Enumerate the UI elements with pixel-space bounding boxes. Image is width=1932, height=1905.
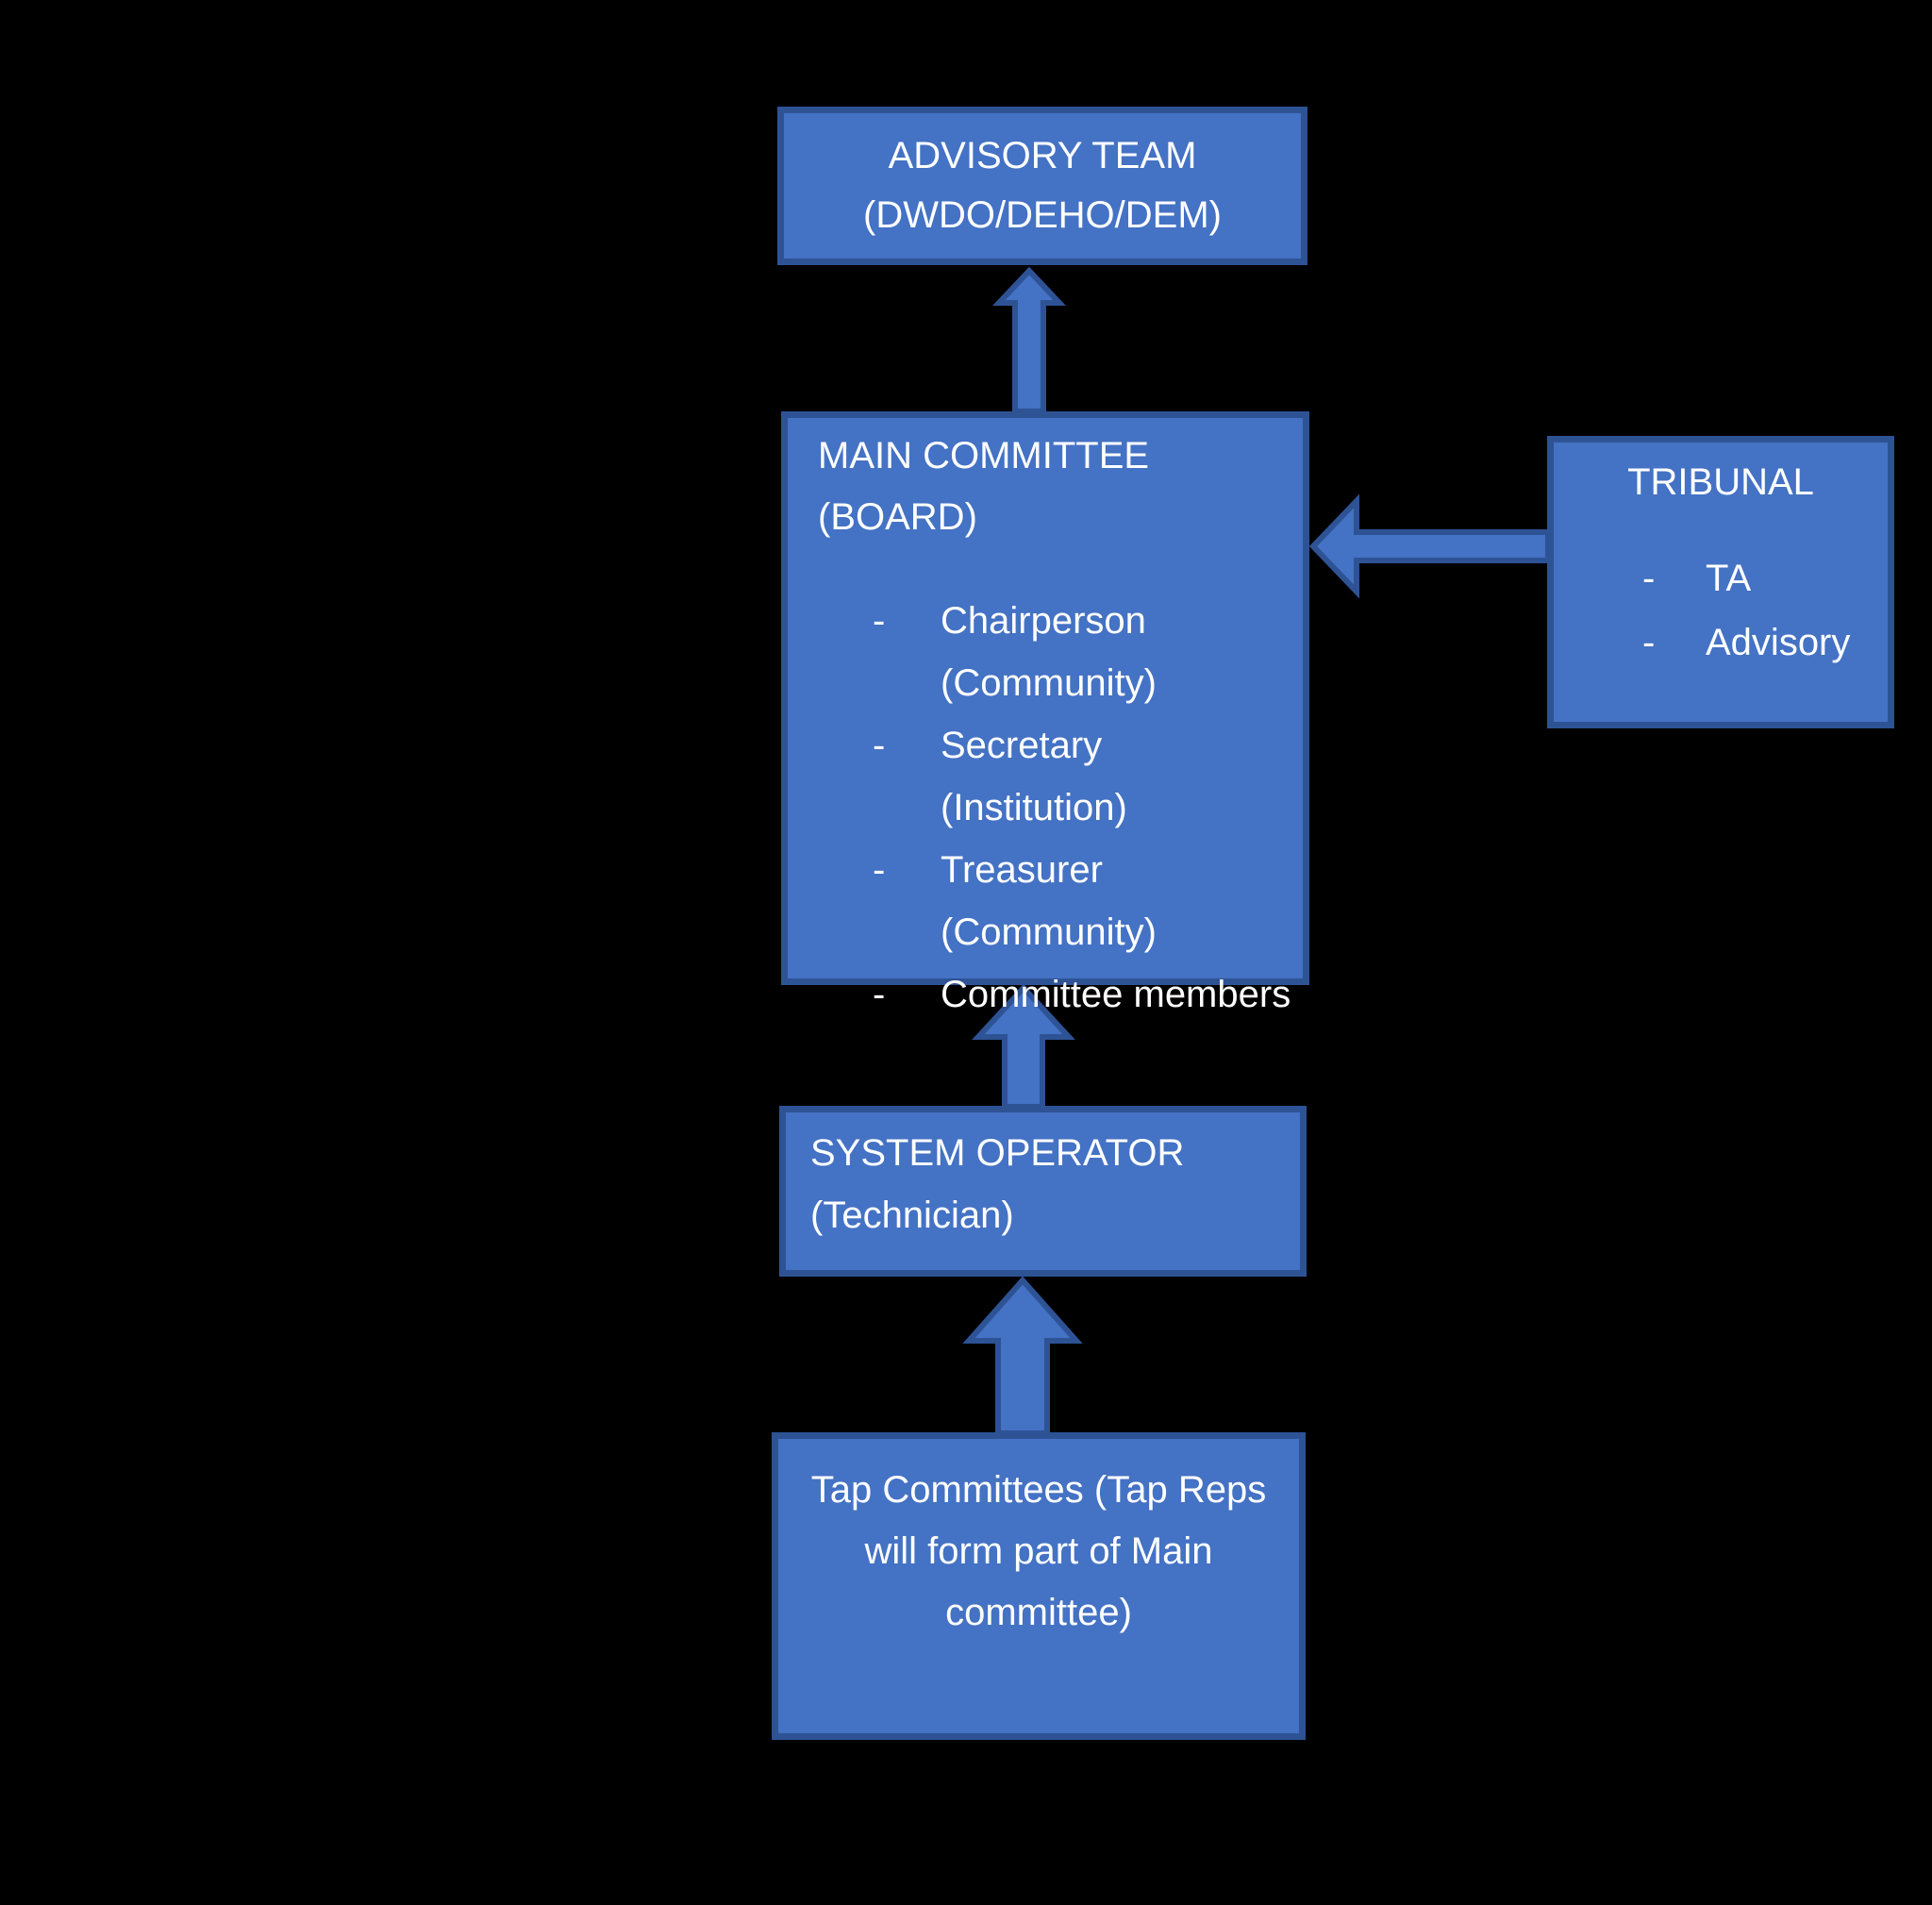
main-committee-title: MAIN COMMITTEE (BOARD) [818, 435, 1150, 538]
dash-bullet: - [873, 725, 886, 766]
tap-committees-line: committee) [945, 1592, 1132, 1633]
list-item-line: (Community) [941, 662, 1157, 704]
advisory-team-title: ADVISORY TEAM [888, 135, 1197, 176]
main-committee-box: MAIN COMMITTEE (BOARD) - Chairperson (Co… [781, 411, 1309, 1015]
list-item-line: TA [1706, 558, 1752, 599]
list-item-line: Advisory [1706, 622, 1851, 663]
system-operator-box: SYSTEM OPERATOR (Technician) [779, 1106, 1307, 1277]
up-arrow-tap-to-system-icon [962, 1276, 1083, 1436]
list-item-treasurer: - Treasurer (Community) [788, 839, 1303, 963]
tribunal-box: TRIBUNAL - TA - Advisory [1547, 436, 1894, 728]
tap-committees-line: will form part of Main [864, 1530, 1213, 1572]
list-item-line: (Institution) [941, 787, 1127, 828]
dash-bullet: - [1642, 622, 1656, 663]
list-item-line: Treasurer [941, 849, 1103, 891]
system-operator-title: SYSTEM OPERATOR [810, 1132, 1185, 1174]
tap-committees-line: Tap Committees (Tap Reps [810, 1469, 1267, 1511]
system-operator-subtitle: (Technician) [810, 1195, 1014, 1236]
tap-committees-box: Tap Committees (Tap Reps will form part … [772, 1432, 1306, 1740]
dash-bullet: - [873, 974, 886, 1015]
dash-bullet: - [1642, 558, 1656, 599]
up-arrow-main-to-advisory-icon [992, 266, 1066, 414]
list-item-ta: - TA [1554, 546, 1888, 610]
dash-bullet: - [873, 849, 886, 891]
list-item-line: (Community) [941, 911, 1157, 953]
list-item-line: Committee members [941, 974, 1291, 1015]
list-item-line: Chairperson [941, 600, 1146, 642]
dash-bullet: - [873, 600, 886, 642]
list-item-line: Secretary [941, 725, 1103, 766]
tribunal-list: - TA - Advisory [1554, 546, 1888, 675]
left-arrow-tribunal-to-main-icon [1308, 493, 1551, 599]
main-committee-list: - Chairperson (Community) - Secretary (I… [788, 590, 1303, 1026]
list-item-committee-members: - Committee members [788, 963, 1303, 1026]
advisory-team-box: ADVISORY TEAM (DWDO/DEHO/DEM) [777, 107, 1307, 265]
list-item-advisory: - Advisory [1554, 610, 1888, 675]
list-item-secretary: - Secretary (Institution) [788, 714, 1303, 839]
list-item-chairperson: - Chairperson (Community) [788, 590, 1303, 714]
advisory-team-subtitle: (DWDO/DEHO/DEM) [863, 194, 1222, 236]
tribunal-title: TRIBUNAL [1627, 461, 1814, 503]
